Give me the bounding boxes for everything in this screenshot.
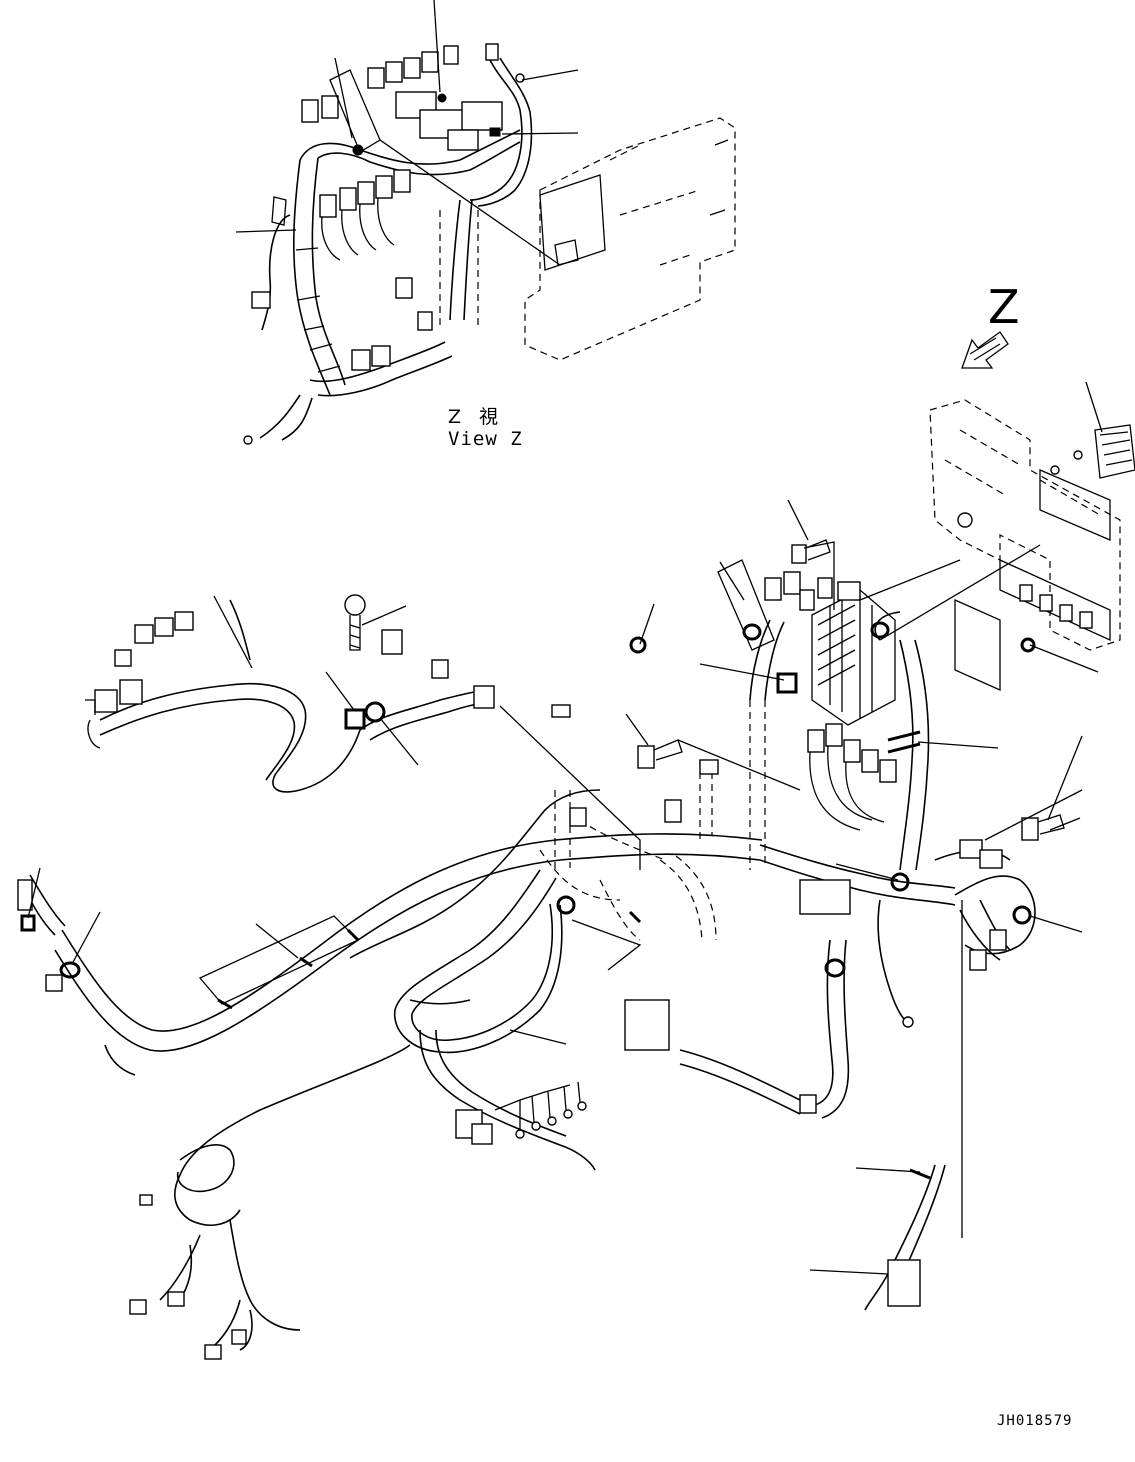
view-direction-label: Z: [988, 280, 1020, 334]
drawing-number: JH018579: [997, 1413, 1073, 1429]
view-caption-japanese: Z 視: [448, 406, 505, 428]
view-direction-arrow: [961, 331, 1009, 369]
view-caption-english: View Z: [448, 428, 523, 450]
fuse-box: [764, 571, 896, 726]
clamps: [20, 621, 1036, 1180]
leader-lines: [27, 499, 1099, 1275]
bolts: [344, 539, 1065, 841]
dash-plate: [929, 381, 1135, 692]
view-z-inset: [235, 0, 736, 445]
main-harness: [17, 499, 1099, 1360]
